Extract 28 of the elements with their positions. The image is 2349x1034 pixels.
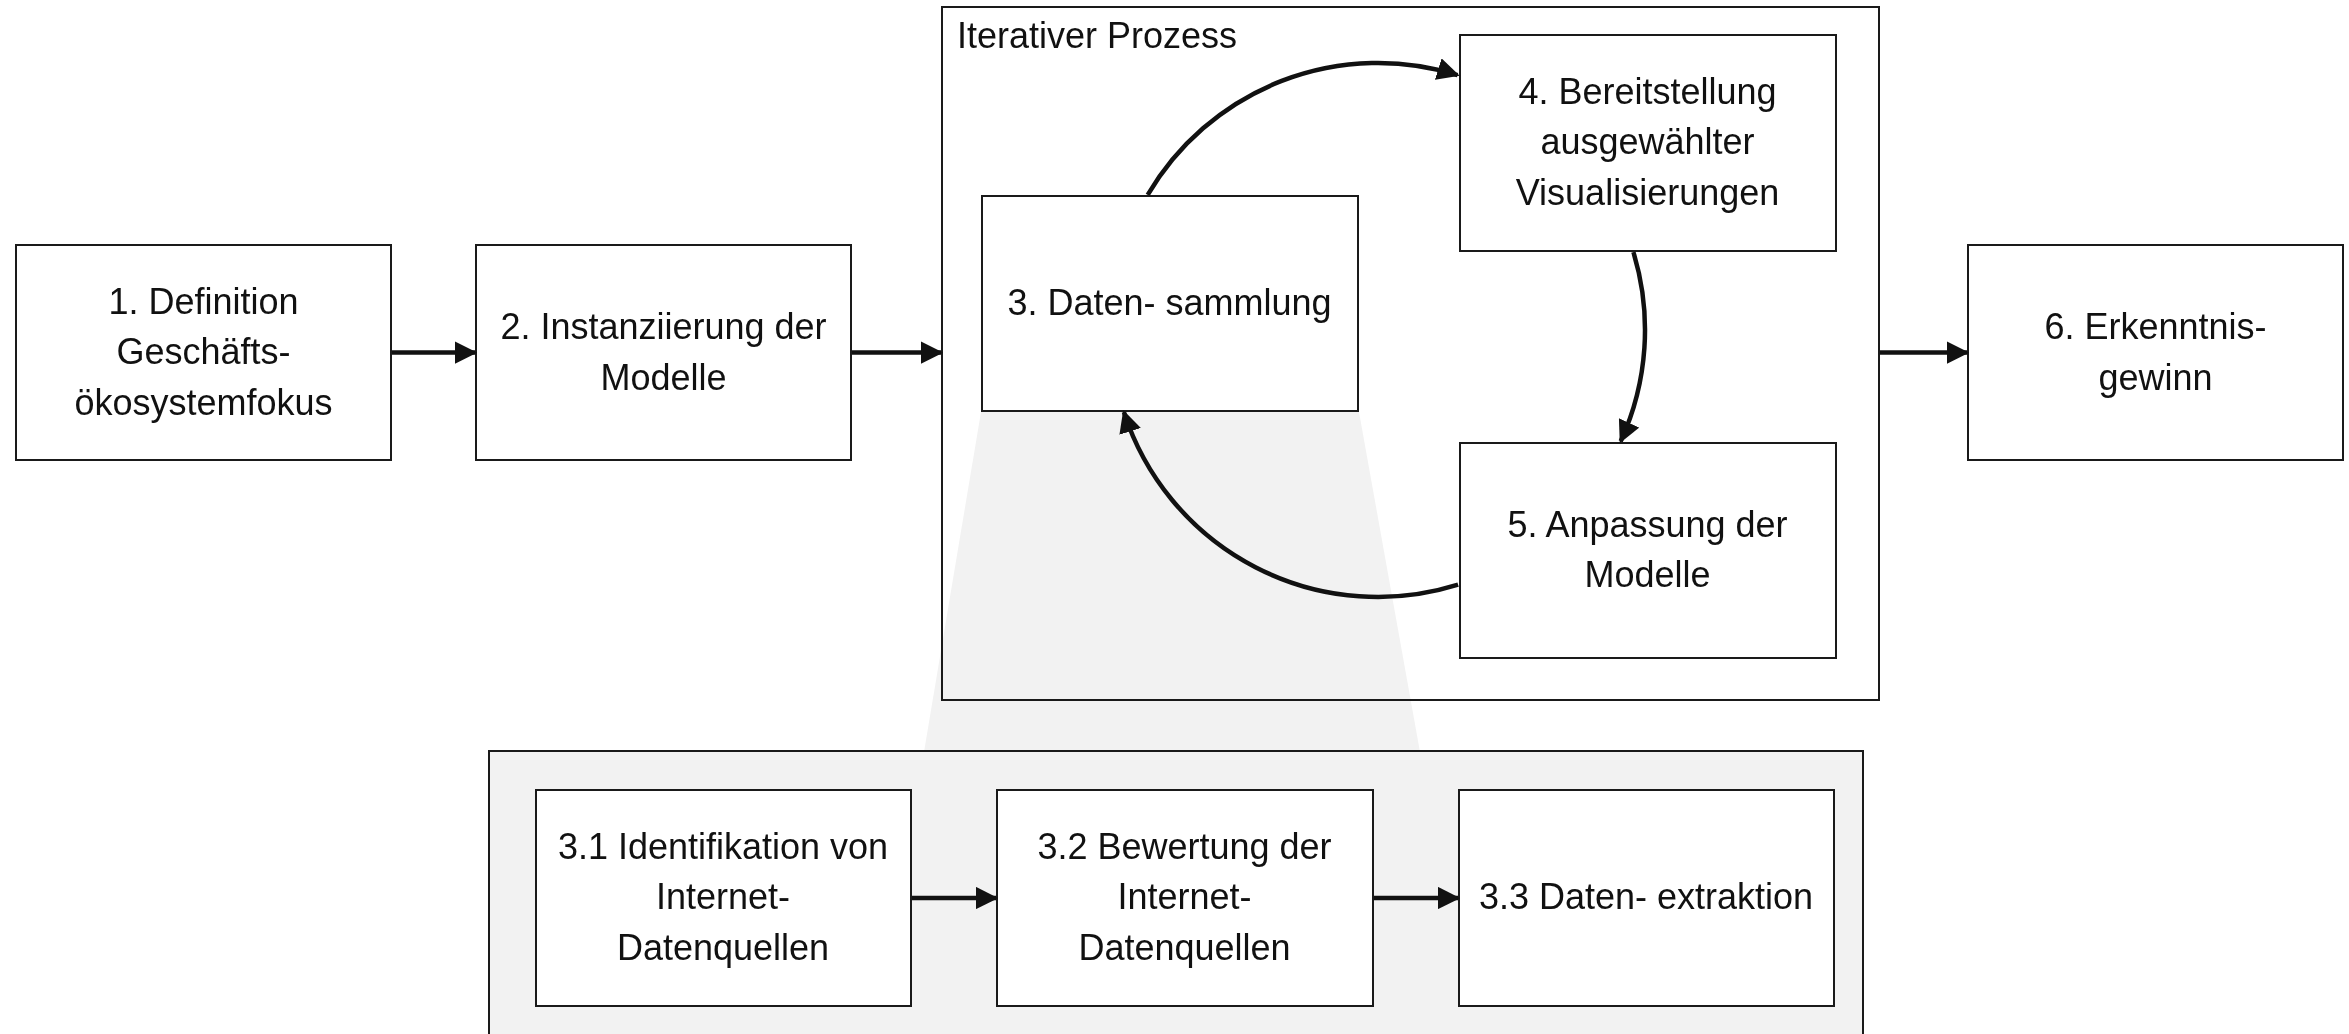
node-label: 6. Erkenntnis- gewinn [2043,305,2268,400]
arrow [1145,59,1460,197]
node-label: 3.3 Daten- extraktion [1477,875,1815,920]
node-label: 4. Bereitstellung ausgewählter Visualisierungen [1514,69,1781,215]
process-box [534,788,912,1007]
process-box [1967,244,2344,461]
arrow [392,341,478,364]
process-box [1458,441,1837,659]
process-box [980,194,1359,412]
node-label: 1. Definition Geschäfts- ökosystemfokus [73,279,334,425]
node-label: 3.1 Identifikation von Internet- Datenquellen [556,824,890,970]
group-heading: Iterativer Prozess [956,14,1239,58]
process-box [1458,33,1837,252]
process-box [475,244,852,461]
node-label: 3. Daten- sammlung [1006,280,1333,325]
node-label: 3.2 Bewertung der Internet- Datenquellen [1036,824,1333,970]
arrow [1120,410,1459,599]
arrow [1374,886,1461,910]
process-box [995,788,1374,1007]
arrow [1880,341,1970,364]
arrow [1617,251,1647,444]
node-label: 2. Instanziierung der Modelle [499,305,828,400]
group-frame [941,6,1880,701]
node-label: 5. Anpassung der Modelle [1506,502,1789,597]
arrow [852,341,944,364]
process-box [15,244,392,461]
process-box [1457,788,1835,1007]
arrow [912,886,999,910]
